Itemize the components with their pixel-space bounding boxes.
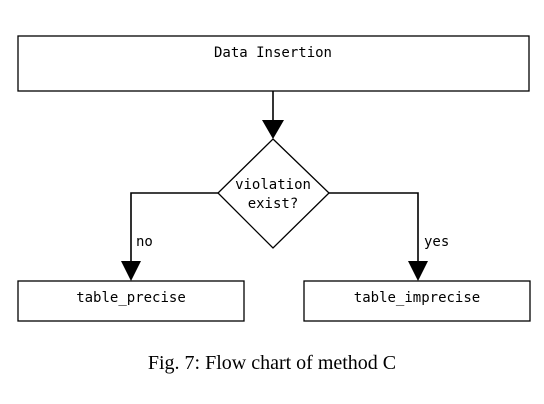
yes-label: yes	[424, 234, 449, 250]
arrowhead-to-decision	[262, 120, 284, 139]
table-imprecise-box	[303, 280, 531, 322]
table-precise-box	[17, 280, 245, 322]
edge-yes-branch	[329, 192, 419, 262]
no-label: no	[136, 234, 153, 250]
decision-label-line1: violation	[235, 177, 311, 193]
arrowhead-yes	[408, 261, 428, 281]
arrowhead-no	[121, 261, 141, 281]
data-insertion-label: Data Insertion	[214, 45, 332, 61]
data-insertion-box	[17, 35, 530, 92]
table-precise-label: table_precise	[76, 290, 186, 306]
violation-decision-diamond	[217, 138, 330, 249]
decision-label-line2: exist?	[248, 196, 299, 212]
edge-no-branch	[130, 192, 218, 262]
figure-caption: Fig. 7: Flow chart of method C	[147, 352, 397, 374]
table-imprecise-label: table_imprecise	[354, 290, 480, 306]
